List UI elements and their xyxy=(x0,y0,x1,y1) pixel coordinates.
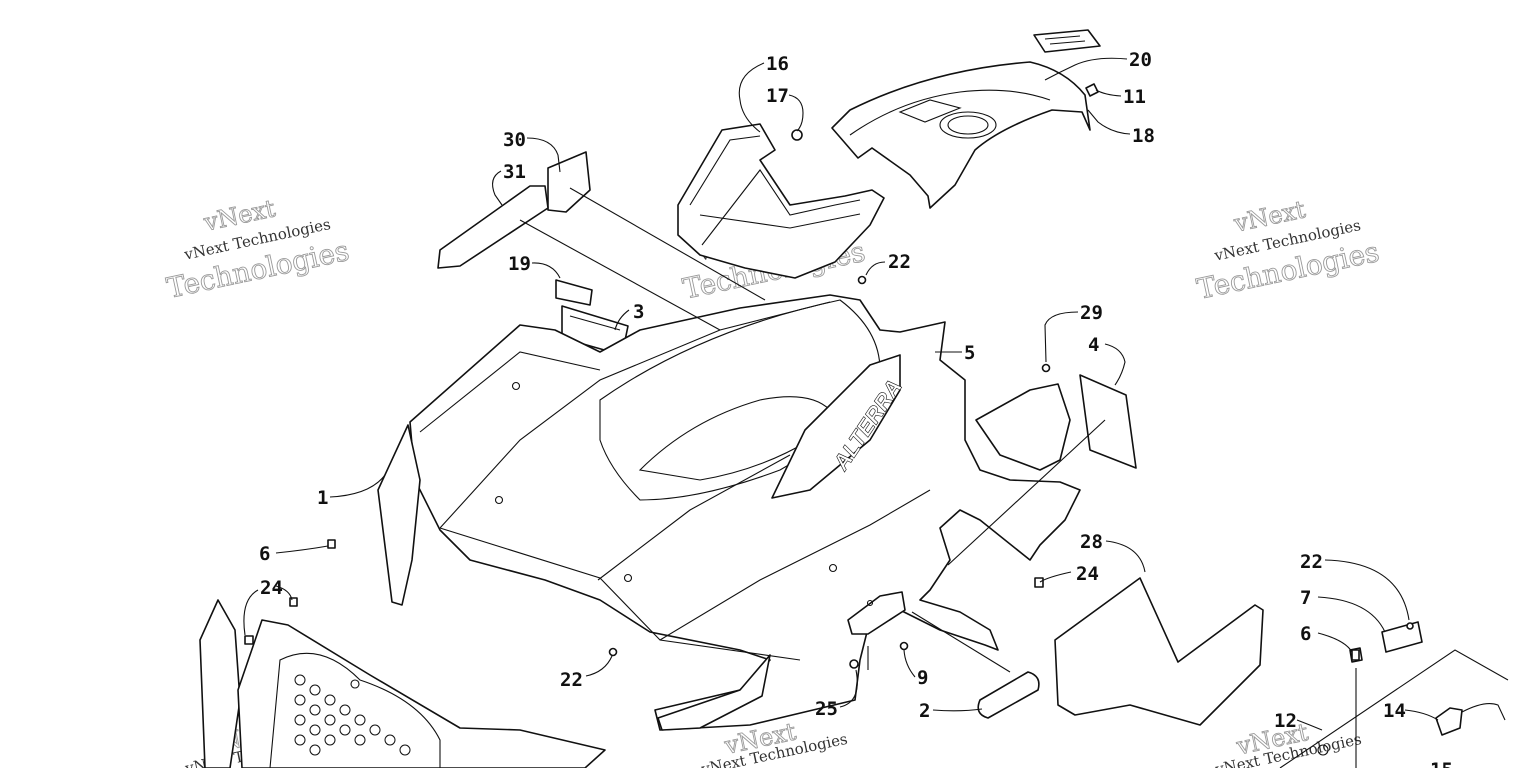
callout-12: 12 xyxy=(1274,710,1297,732)
callout-29: 29 xyxy=(1080,302,1103,324)
watermark-group-top-left: vNext vNext Technologies Technologies xyxy=(163,194,352,305)
part-decal-31 xyxy=(437,185,549,269)
part-decal-28 xyxy=(1054,577,1264,726)
callout-30: 30 xyxy=(503,129,526,151)
callout-24-left: 24 xyxy=(260,577,283,599)
part-reflector xyxy=(847,591,1040,719)
watermark-group-top-right: vNext vNext Technologies Technologies xyxy=(1193,195,1382,306)
part-side-panel xyxy=(975,383,1071,471)
callout-2: 2 xyxy=(919,700,930,722)
callout-5: 5 xyxy=(964,342,975,364)
part-front-body: ALTERRA xyxy=(377,294,1081,731)
callout-18: 18 xyxy=(1132,125,1155,147)
callout-22-right: 22 xyxy=(1300,551,1323,573)
callout-15: 15 xyxy=(1430,759,1453,768)
callout-14: 14 xyxy=(1383,700,1406,722)
callout-leaders xyxy=(243,57,1439,731)
hardware-items xyxy=(244,83,1414,669)
callout-24-right: 24 xyxy=(1076,563,1099,585)
callout-4: 4 xyxy=(1088,334,1099,356)
part-grille xyxy=(199,599,606,768)
callout-22-bottom: 22 xyxy=(560,669,583,691)
grille-mesh xyxy=(294,674,411,756)
callout-6-left: 6 xyxy=(259,543,270,565)
part-decal-4 xyxy=(1079,374,1137,469)
callout-22-top: 22 xyxy=(888,251,911,273)
callout-labels: 16 17 20 11 18 30 31 19 3 22 29 4 5 1 6 … xyxy=(259,49,1453,768)
callout-20: 20 xyxy=(1129,49,1152,71)
part-decal-30 xyxy=(547,151,591,213)
assembly-lines xyxy=(519,187,1106,673)
part-rear-cover xyxy=(831,29,1101,209)
callout-28: 28 xyxy=(1080,531,1103,553)
callout-1: 1 xyxy=(317,487,328,509)
part-front-console xyxy=(677,123,885,279)
callout-17: 17 xyxy=(766,85,789,107)
callout-7: 7 xyxy=(1300,587,1311,609)
callout-11: 11 xyxy=(1123,86,1146,108)
callout-19: 19 xyxy=(508,253,531,275)
callout-31: 31 xyxy=(503,161,526,183)
callout-3: 3 xyxy=(633,301,644,323)
part-decal-19 xyxy=(555,279,593,306)
callout-25: 25 xyxy=(815,698,838,720)
callout-6-right: 6 xyxy=(1300,623,1311,645)
callout-9: 9 xyxy=(917,667,928,689)
callout-16: 16 xyxy=(766,53,789,75)
